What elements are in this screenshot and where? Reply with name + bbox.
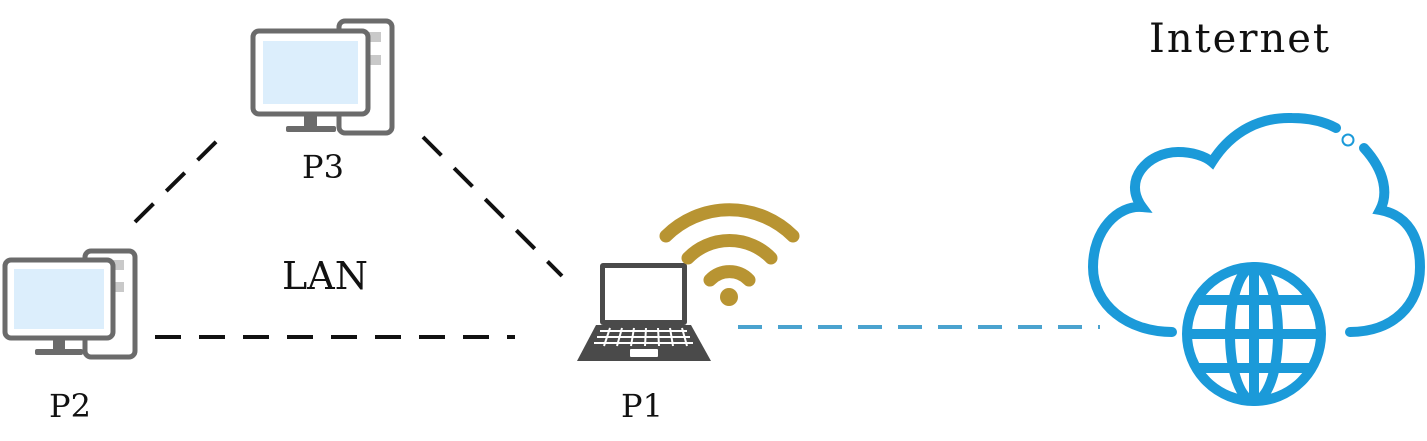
- desktop-computer-icon: [250, 18, 395, 136]
- laptop-icon: [577, 263, 711, 361]
- p1-label: P1: [621, 387, 663, 425]
- link-p2-p3: [133, 128, 230, 224]
- internet-label: Internet: [1149, 16, 1331, 62]
- wifi-icon: [659, 203, 800, 306]
- link-p3-p1: [421, 135, 564, 278]
- cloud-globe-icon: [1087, 112, 1426, 406]
- lan-label: LAN: [282, 254, 368, 298]
- p2-label: P2: [49, 387, 91, 425]
- p3-label: P3: [302, 148, 344, 186]
- lan-links: [133, 128, 564, 339]
- desktop-computer-icon: [2, 248, 138, 360]
